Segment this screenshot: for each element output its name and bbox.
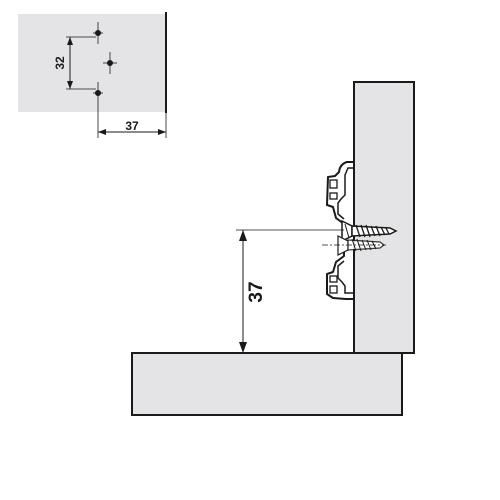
hole-marker-top xyxy=(93,22,103,44)
screw-lower xyxy=(322,235,386,256)
inset-panel xyxy=(18,14,166,112)
cabinet-cross-section: 37 xyxy=(131,81,415,416)
height-dimension-label: 37 xyxy=(246,281,267,302)
height-dimension: 37 xyxy=(236,229,344,353)
hole-marker-middle xyxy=(103,52,117,74)
dimension-arrow-bottom xyxy=(239,342,247,353)
dimension-arrow-top xyxy=(239,230,247,241)
side-panel xyxy=(353,81,415,354)
mounting-plate xyxy=(326,161,355,300)
inset-horizontal-dimension: 37 xyxy=(97,104,167,138)
bottom-panel xyxy=(131,352,403,416)
hole-marker-bottom xyxy=(93,82,103,104)
inset-vertical-dimension: 32 xyxy=(53,36,96,90)
inset-vertical-dimension-label: 32 xyxy=(53,56,67,70)
screw-upper xyxy=(341,219,398,243)
drilling-pattern-inset: 32 37 xyxy=(18,12,167,138)
inset-horizontal-dimension-label: 37 xyxy=(125,119,139,133)
